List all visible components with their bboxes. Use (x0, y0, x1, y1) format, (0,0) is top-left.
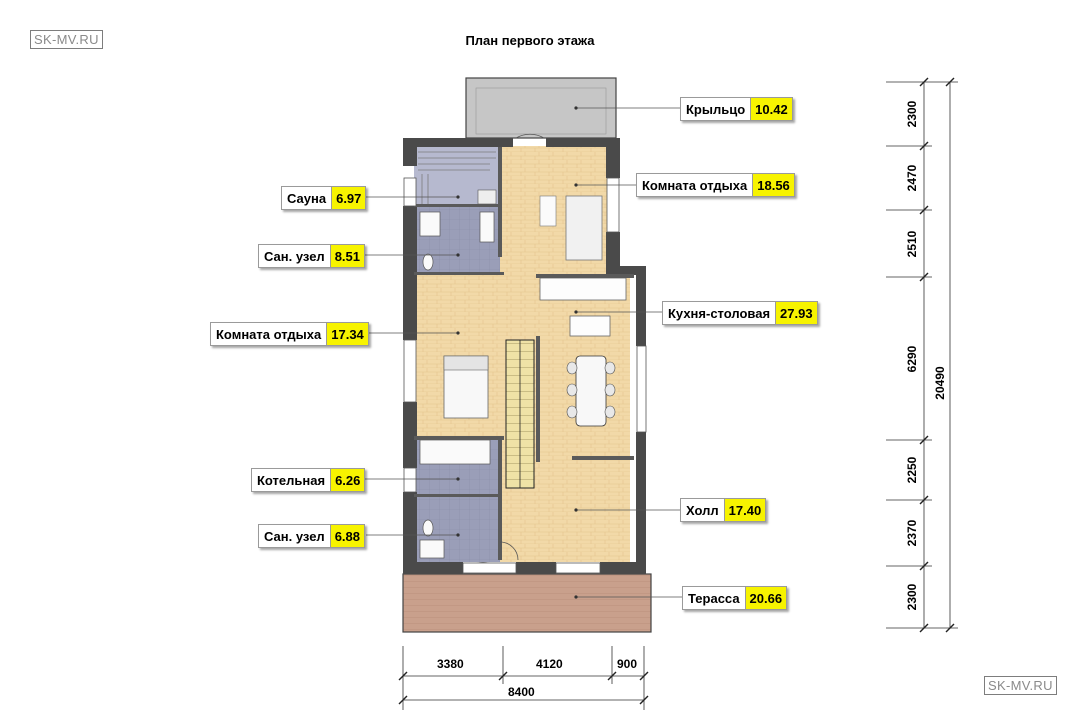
dim-v-terrace: 2300 (905, 583, 919, 611)
dim-v-total: 20490 (933, 366, 947, 400)
label-hall-name: Холл (681, 499, 724, 521)
label-wc1-area: 8.51 (329, 245, 365, 267)
dim-v-wc1: 2510 (905, 230, 919, 258)
dim-h-2: 4120 (536, 657, 563, 671)
label-porch-name: Крыльцо (681, 98, 751, 120)
label-hall: Холл 17.40 (680, 498, 767, 522)
label-lounge1: Комната отдыха 18.56 (636, 173, 795, 197)
dim-v-porch: 2300 (905, 100, 919, 128)
sofa (565, 195, 603, 261)
label-wc2: Сан. узел 6.88 (258, 524, 366, 548)
label-sauna-area: 6.97 (331, 187, 366, 209)
dim-v-boiler: 2250 (905, 456, 919, 484)
dim-h-total: 8400 (508, 685, 535, 699)
label-wc2-area: 6.88 (329, 525, 365, 547)
label-lounge1-area: 18.56 (752, 174, 794, 196)
label-kitchen-name: Кухня-столовая (663, 302, 776, 324)
label-wc1: Сан. узел 8.51 (258, 244, 366, 268)
label-wc1-name: Сан. узел (259, 245, 330, 267)
label-kitchen: Кухня-столовая 27.93 (662, 301, 818, 325)
label-sauna-name: Сауна (282, 187, 332, 209)
label-wc2-name: Сан. узел (259, 525, 330, 547)
plan-title: План первого этажа (465, 33, 595, 48)
label-lounge1-name: Комната отдыха (637, 174, 753, 196)
label-terrace-name: Терасса (683, 587, 745, 609)
label-kitchen-area: 27.93 (775, 302, 817, 324)
label-terrace: Терасса 20.66 (682, 586, 788, 610)
label-lounge2-area: 17.34 (326, 323, 368, 345)
label-boiler: Котельная 6.26 (251, 468, 366, 492)
label-porch-area: 10.42 (750, 98, 792, 120)
dining-table (575, 355, 607, 427)
label-hall-area: 17.40 (723, 499, 766, 521)
dim-h-3: 900 (617, 657, 638, 671)
kitchen-counter (539, 277, 627, 301)
label-sauna: Сауна 6.97 (281, 186, 367, 210)
dim-v-lounge1: 2470 (905, 164, 919, 192)
dim-h-1: 3380 (437, 657, 464, 671)
watermark-bottom: SK-MV.RU (984, 676, 1057, 695)
label-boiler-area: 6.26 (330, 469, 365, 491)
label-terrace-area: 20.66 (744, 587, 787, 609)
label-boiler-name: Котельная (252, 469, 331, 491)
watermark-top: SK-MV.RU (30, 30, 103, 49)
label-porch: Крыльцо 10.42 (680, 97, 793, 121)
dim-v-hall: 2370 (905, 519, 919, 547)
dim-v-kitchen: 6290 (905, 345, 919, 373)
terrace-area (402, 573, 652, 633)
label-lounge2: Комната отдыха 17.34 (210, 322, 369, 346)
label-lounge2-name: Комната отдыха (211, 323, 327, 345)
